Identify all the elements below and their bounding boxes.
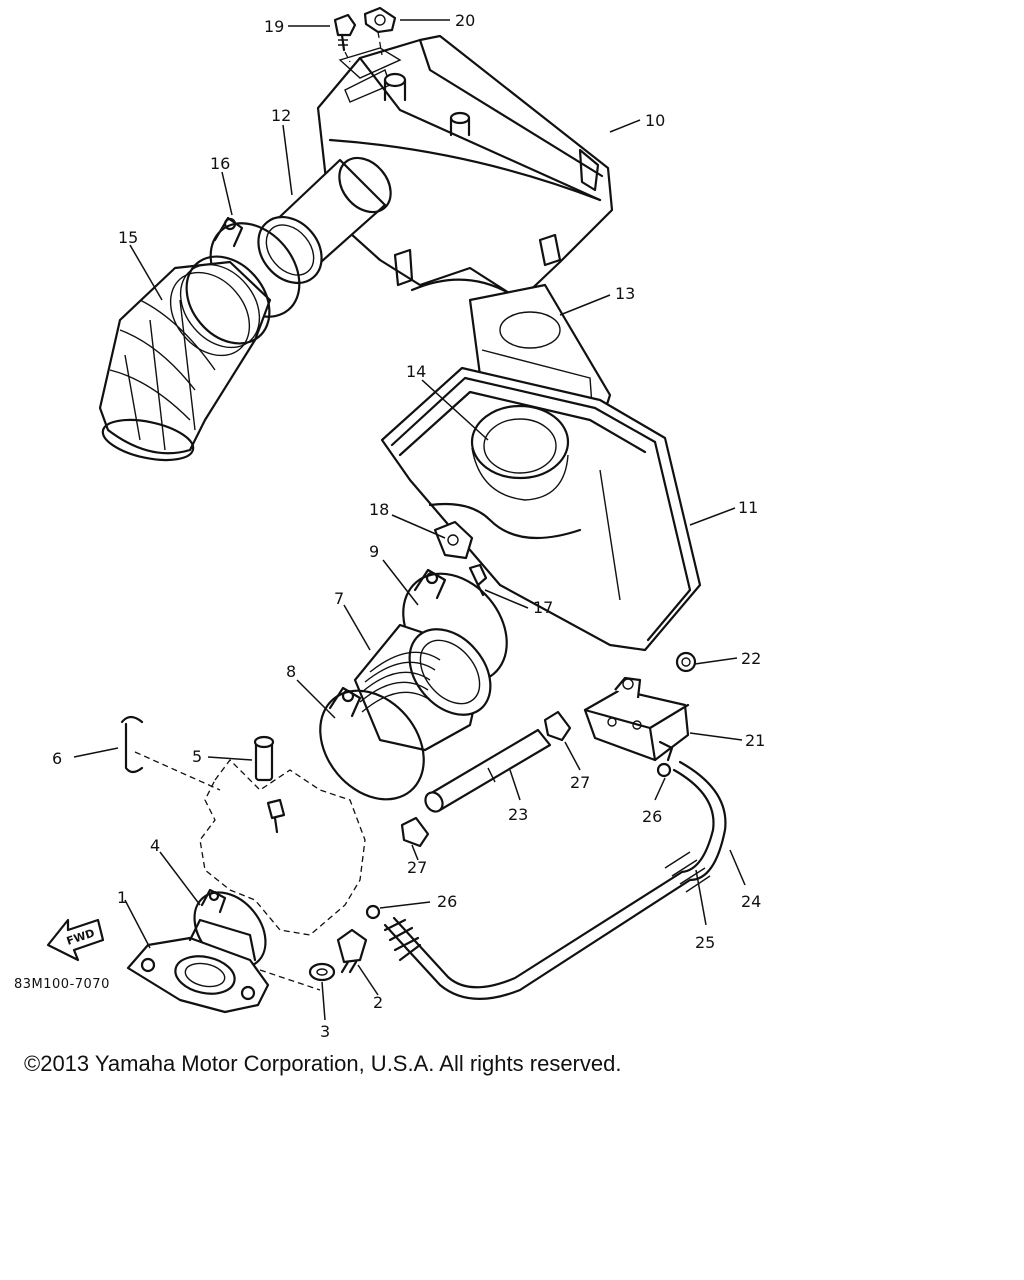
callout-20: 20 (455, 11, 475, 30)
callout-6: 6 (52, 749, 62, 768)
fuel-pump-21 (583, 676, 690, 762)
callout-26-lower: 26 (437, 892, 457, 911)
cap-26a (656, 762, 672, 778)
clamp-18 (433, 520, 474, 560)
parts-diagram: FWD 83M100-7070 19 20 (14, 6, 765, 1040)
callout-3: 3 (320, 1022, 330, 1040)
callout-2: 2 (373, 993, 383, 1012)
leader-lines (73, 19, 746, 1021)
callout-19: 19 (264, 17, 284, 36)
bolt-2 (336, 928, 368, 974)
callout-15: 15 (118, 228, 138, 247)
bolt-19 (333, 13, 357, 52)
fuel-hose-24 (383, 760, 727, 1000)
air-duct (257, 156, 392, 285)
callout-22: 22 (741, 649, 761, 668)
callout-25: 25 (695, 933, 715, 952)
pipe-5 (253, 735, 275, 782)
callout-27-upper: 27 (570, 773, 590, 792)
callout-13: 13 (615, 284, 635, 303)
air-box-cover (316, 34, 614, 302)
hose-clip-27a (543, 710, 572, 742)
nut-22 (675, 651, 697, 673)
callout-8: 8 (286, 662, 296, 681)
callout-12: 12 (271, 106, 291, 125)
callout-23: 23 (508, 805, 528, 824)
hose-clamp-8 (319, 686, 425, 801)
cap-26b (365, 904, 381, 920)
callout-14: 14 (406, 362, 426, 381)
intake-boot-15 (98, 255, 272, 462)
screw-17 (468, 563, 488, 597)
callout-4: 4 (150, 836, 160, 855)
clip-20 (363, 6, 397, 34)
fuel-hose-23 (424, 728, 552, 813)
callout-27-lower: 27 (407, 858, 427, 877)
callout-9: 9 (369, 542, 379, 561)
carburetor-outline (199, 759, 366, 936)
drawing-code: 83M100-7070 (14, 977, 110, 992)
callout-11: 11 (738, 498, 758, 517)
callout-1: 1 (117, 888, 127, 907)
carburetor-joint-7 (353, 623, 492, 752)
callout-7: 7 (334, 589, 344, 608)
clip-6 (120, 715, 144, 774)
air-box-case (380, 366, 702, 652)
callout-17: 17 (533, 598, 553, 617)
callout-16: 16 (210, 154, 230, 173)
hose-clip-27b (400, 816, 430, 848)
callout-24: 24 (741, 892, 761, 911)
fwd-arrow-icon: FWD (46, 918, 105, 962)
copyright-notice: ©2013 Yamaha Motor Corporation, U.S.A. A… (24, 1051, 622, 1076)
callout-5: 5 (192, 747, 202, 766)
callout-18: 18 (369, 500, 389, 519)
callout-labels: 19 20 10 12 16 15 13 14 11 18 17 9 7 8 5… (52, 11, 765, 1040)
callout-21: 21 (745, 731, 765, 750)
washer-3 (308, 962, 336, 982)
small-screw (266, 798, 286, 834)
callout-26-upper: 26 (642, 807, 662, 826)
callout-10: 10 (645, 111, 665, 130)
intake-manifold-1 (126, 918, 270, 1014)
